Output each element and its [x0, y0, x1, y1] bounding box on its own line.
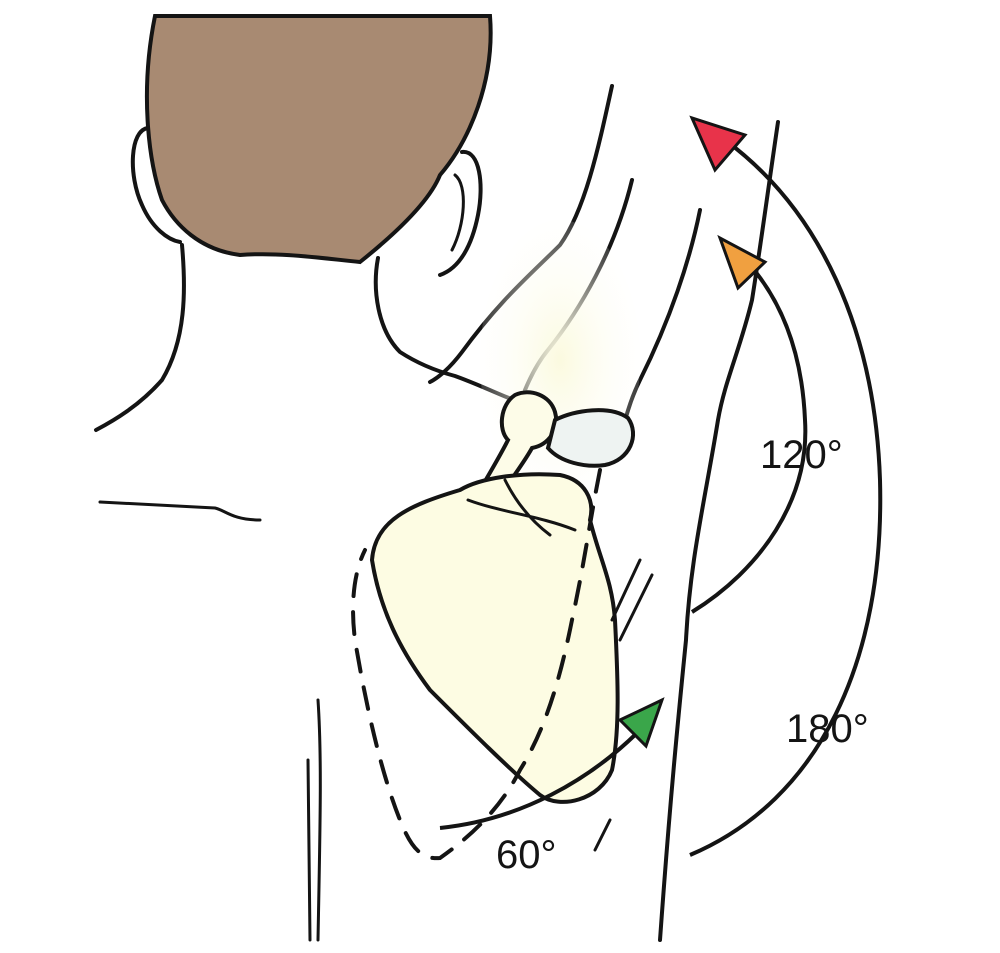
arrow-180-head [689, 115, 748, 173]
arm-back-contour [658, 120, 780, 942]
scapula-original-position [351, 468, 602, 861]
arrow-120-shaft [690, 263, 808, 614]
arrow-180-shaft [689, 138, 883, 857]
arrow-120-head [717, 234, 768, 291]
neck-left-contour [94, 243, 186, 432]
left-ear [130, 126, 182, 244]
arrow-60-shaft [439, 728, 642, 830]
label-60: 60° [496, 833, 557, 877]
right-ear [438, 150, 483, 277]
hair [144, 14, 493, 265]
label-120: 120° [760, 433, 843, 477]
lat-lines [593, 558, 654, 852]
humeral-head [545, 408, 635, 468]
label-180: 180° [786, 707, 869, 751]
scapula-spine [466, 478, 577, 537]
torso-contour [306, 698, 322, 942]
right-ear-inner [450, 173, 465, 252]
arrow-60-head [617, 697, 665, 749]
scapula [369, 472, 620, 804]
back-crease [98, 500, 262, 522]
